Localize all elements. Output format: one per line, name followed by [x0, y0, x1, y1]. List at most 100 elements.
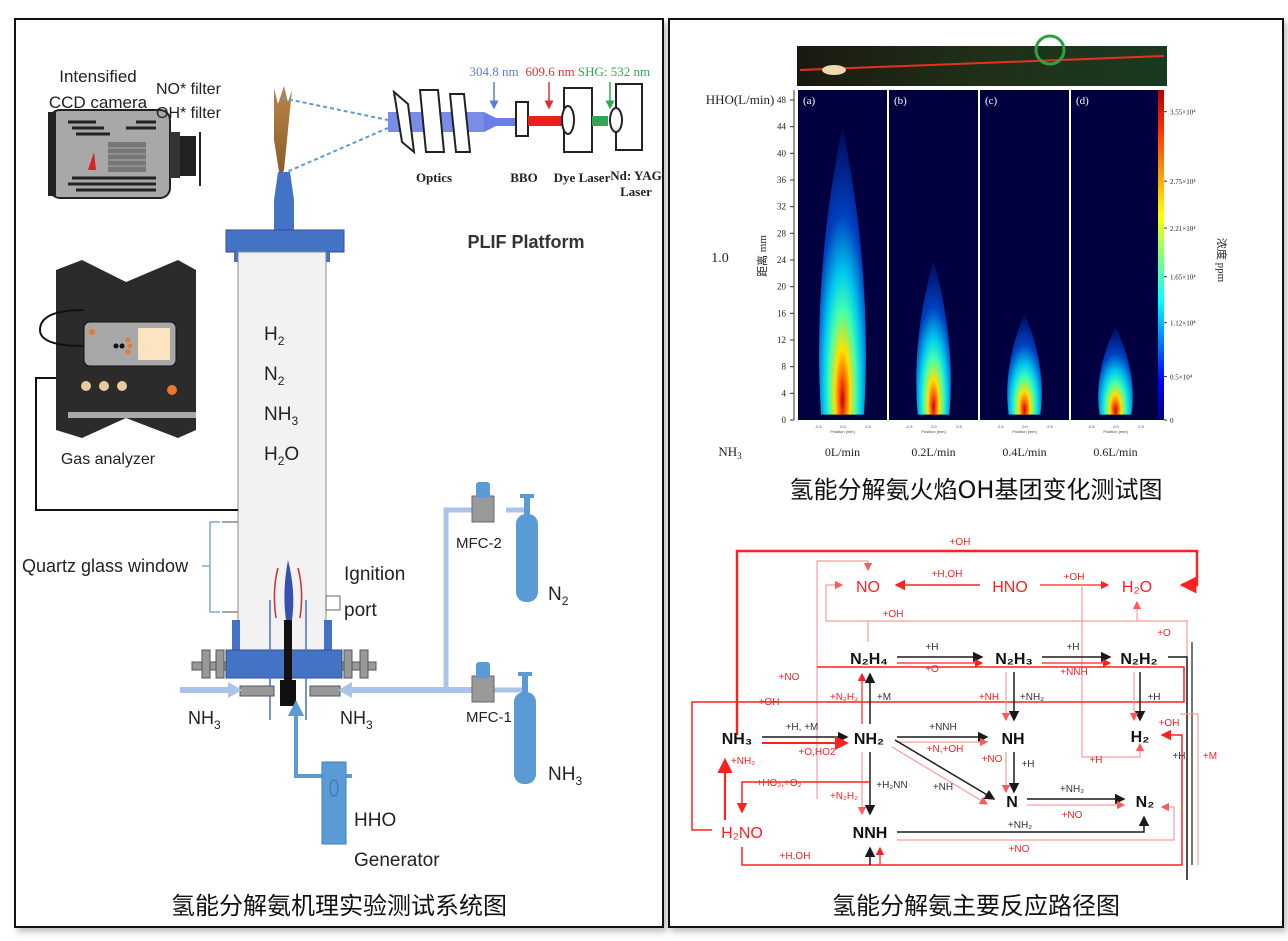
rxn-label: +H	[1089, 755, 1102, 766]
rxn-label: +OH	[950, 537, 971, 548]
ignition-label-1: Ignition	[344, 564, 405, 585]
rxn-label: +NH₂	[1060, 784, 1084, 795]
gas-analyzer-label: Gas analyzer	[61, 451, 156, 468]
x-axis-label: Position [mm]	[830, 429, 854, 434]
rxn-label: +O	[925, 664, 939, 675]
rxn-label: +NO	[1062, 810, 1083, 821]
hho-generator	[321, 761, 347, 845]
colorbar	[1158, 90, 1164, 420]
rxn-label: +H,OH	[932, 569, 963, 580]
x-axis-label: Position [mm]	[921, 429, 945, 434]
panel-tag: (c)	[985, 95, 998, 107]
experiment-system-diagram: Intensified CCD camera NO* filter OH* fi…	[22, 64, 662, 871]
panel-tag: (b)	[894, 95, 907, 107]
y-tick-label: 32	[777, 202, 786, 212]
y-tick-label: 48	[777, 95, 787, 105]
left-panel-caption: 氢能分解氨机理实验测试系统图	[171, 892, 507, 920]
y-tick-label: 0	[782, 415, 787, 425]
laser-photo	[797, 34, 1167, 86]
optics-label: Optics	[416, 170, 452, 185]
rxn-label: +M	[1203, 751, 1217, 762]
x-axis-label: Position [mm]	[1012, 429, 1036, 434]
y-tick-label: 40	[777, 148, 787, 158]
y-tick-label: 12	[777, 335, 786, 345]
nh3-flow-label: 0.6L/min	[1093, 445, 1137, 459]
dye-laser-label: Dye Laser	[554, 170, 611, 185]
plif-caption: 氢能分解氨火焰OH基团变化测试图	[789, 476, 1163, 504]
colorbar-tick-label: 1.65×10⁴	[1170, 274, 1196, 282]
rxn-label: +H, +M	[786, 722, 819, 733]
nh3-flow-label: 0.4L/min	[1002, 445, 1046, 459]
rxn-label: +NO	[982, 754, 1003, 765]
combustor	[191, 172, 377, 720]
x-tick-label: 2.5	[865, 424, 871, 429]
bbo-label: BBO	[510, 170, 537, 185]
rxn-label: +H	[1147, 692, 1160, 703]
species-NH: NH	[1001, 731, 1024, 748]
y-tick-label: 24	[777, 255, 787, 265]
rxn-label: +H,OH	[780, 851, 811, 862]
nh3-axis-label: NH3	[718, 444, 742, 460]
rxn-label: +OH	[1159, 718, 1180, 729]
rxn-label: +H	[925, 642, 938, 653]
x-axis-label: Position [mm]	[1103, 429, 1127, 434]
x-tick-label: 2.5	[956, 424, 962, 429]
species-NH3: NH₃	[722, 731, 753, 748]
rxn-label: +N₂H₂	[830, 791, 858, 802]
rxn-label: +NH	[933, 782, 953, 793]
mfc-2-label: MFC-2	[456, 535, 502, 552]
x-tick-label: 0.0	[1113, 424, 1119, 429]
experiment-system-panel: Intensified CCD camera NO* filter OH* fi…	[14, 18, 664, 928]
mfc-2	[471, 482, 495, 523]
rxn-label: +H	[1172, 751, 1185, 762]
y-tick-label: 44	[777, 122, 787, 132]
rxn-label: +N,+OH	[927, 744, 964, 755]
y-tick-label: 16	[777, 308, 787, 318]
gas-analyzer	[35, 260, 238, 511]
y-axis-label: 距离 mm	[755, 235, 769, 277]
rxn-label: +OH	[1064, 572, 1085, 583]
yag-label-2: Laser	[620, 184, 652, 199]
reaction-pathway-diagram: NO HNO H₂O N₂H₄ N₂H₃ N₂H₂ NH₃ NH₂ NH H₂ …	[691, 537, 1217, 880]
hho-label-2: Generator	[354, 850, 440, 871]
rxn-label: +OH	[883, 609, 904, 620]
colorbar-label: 浓度 ppm	[1215, 238, 1229, 283]
hho-value: 1.0	[711, 251, 729, 266]
colorbar-tick-label: 2.21×10⁴	[1170, 225, 1196, 233]
colorbar-tick-label: 3.55×10⁴	[1170, 109, 1196, 117]
n2-cylinder-label: N2	[548, 584, 569, 608]
rxn-label: +O	[1157, 628, 1171, 639]
colorbar-tick-label: 2.75×10⁴	[1170, 178, 1196, 186]
camera-label-1: Intensified	[59, 67, 137, 86]
rxn-label: +N₂H₃	[830, 692, 858, 703]
y-tick-label: 36	[777, 175, 787, 185]
hho-label-1: HHO	[354, 810, 396, 831]
rxn-label: +O,HO2	[799, 747, 836, 758]
oh-filter-label: OH* filter	[156, 105, 222, 122]
x-tick-label: -2.5	[815, 424, 823, 429]
nh3-cylinder	[514, 672, 536, 784]
colorbar-tick-label: 0.5×10⁴	[1170, 374, 1193, 382]
colorbar-tick-label: 1.12×10⁴	[1170, 320, 1196, 328]
colorbar-tick-label: 0	[1170, 417, 1174, 425]
flame-oh-distribution	[1098, 326, 1133, 415]
camera-label-2: CCD camera	[49, 93, 148, 112]
quartz-window-label: Quartz glass window	[22, 556, 189, 576]
nh3-inlet-right: NH3	[340, 708, 373, 732]
mfc-1	[471, 662, 495, 703]
no-filter-label: NO* filter	[156, 81, 222, 98]
rxn-label: +NH₂	[1020, 692, 1044, 703]
x-tick-label: 0.0	[931, 424, 937, 429]
species-N2H3: N₂H₃	[995, 651, 1033, 668]
species-N2: N₂	[1136, 794, 1155, 811]
mfc-1-label: MFC-1	[466, 709, 512, 726]
wavelength-red: 609.6 nm	[525, 64, 574, 79]
x-tick-label: 0.0	[840, 424, 846, 429]
y-tick-label: 8	[782, 362, 787, 372]
species-NO: NO	[856, 579, 880, 596]
species-N2H4: N₂H₄	[850, 651, 888, 668]
